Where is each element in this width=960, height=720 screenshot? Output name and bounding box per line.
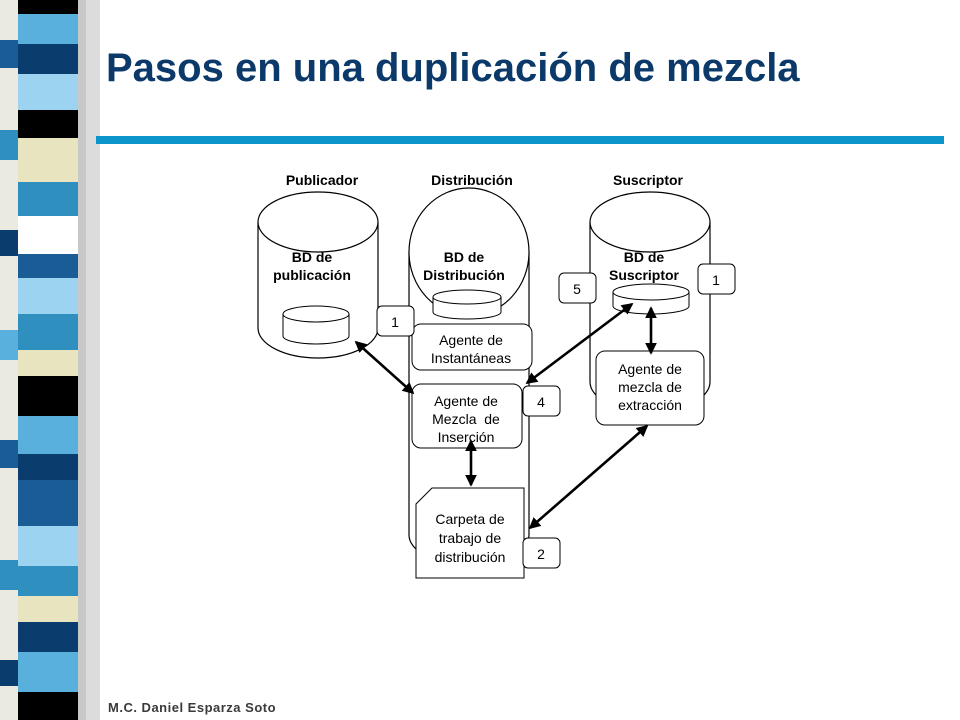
step-badge-4 [522,385,561,417]
step-label-5: 5 [573,281,581,297]
merge-insert-agent-label-line2: Mezcla de [432,411,500,427]
merge-pull-agent-label-line2: mezcla de [618,379,682,395]
footer-author: M.C. Daniel Esparza Soto [108,700,277,715]
column-header-subscriber: Suscriptor [613,172,684,188]
subscriber-db-label-line2: Suscriptor [609,267,680,283]
arrow-subscriber-db-to-distribution [525,302,634,385]
step-badge-publisher-1 [376,305,415,337]
merge-insert-agent-label-line1: Agente de [434,393,498,409]
page-title: Pasos en una duplicación de mezcla [106,46,800,90]
subscriber-db-label-line1: BD de [624,249,665,265]
arrow-merge-pull-to-folder [528,424,649,530]
folder-label-line2: trabajo de [439,530,501,546]
step-badge-2 [522,537,561,569]
merge-insert-agent-label-line3: Inserción [438,429,495,445]
step-badge-subscriber-1 [697,263,736,295]
step-label-subscriber-1: 1 [712,272,720,288]
title-underline [96,136,944,144]
publisher-db-label-line2: publicación [273,267,351,283]
merge-pull-agent-label-line3: extracción [618,397,682,413]
snapshot-agent-label-line2: Instantáneas [431,350,511,366]
merge-pull-agent-label-line1: Agente de [618,361,682,377]
folder-label-line1: Carpeta de [435,511,504,527]
step-label-4: 4 [537,394,545,410]
folder-label-line3: distribución [435,549,506,565]
publisher-db-icon [282,305,350,345]
publisher-db-label-line1: BD de [292,249,333,265]
step-label-2: 2 [537,546,545,562]
arrow-publisher-to-merge-insert [354,340,415,395]
snapshot-agent-label-line1: Agente de [439,332,503,348]
step-label-publisher-1: 1 [391,314,399,330]
column-header-distribution: Distribución [431,172,513,188]
distribution-db-label-line1: BD de [444,249,485,265]
distribution-folder-document [415,487,525,579]
column-header-publisher: Publicador [286,172,359,188]
distribution-db-label-line2: Distribución [423,267,505,283]
distribution-db-icon [432,289,502,320]
